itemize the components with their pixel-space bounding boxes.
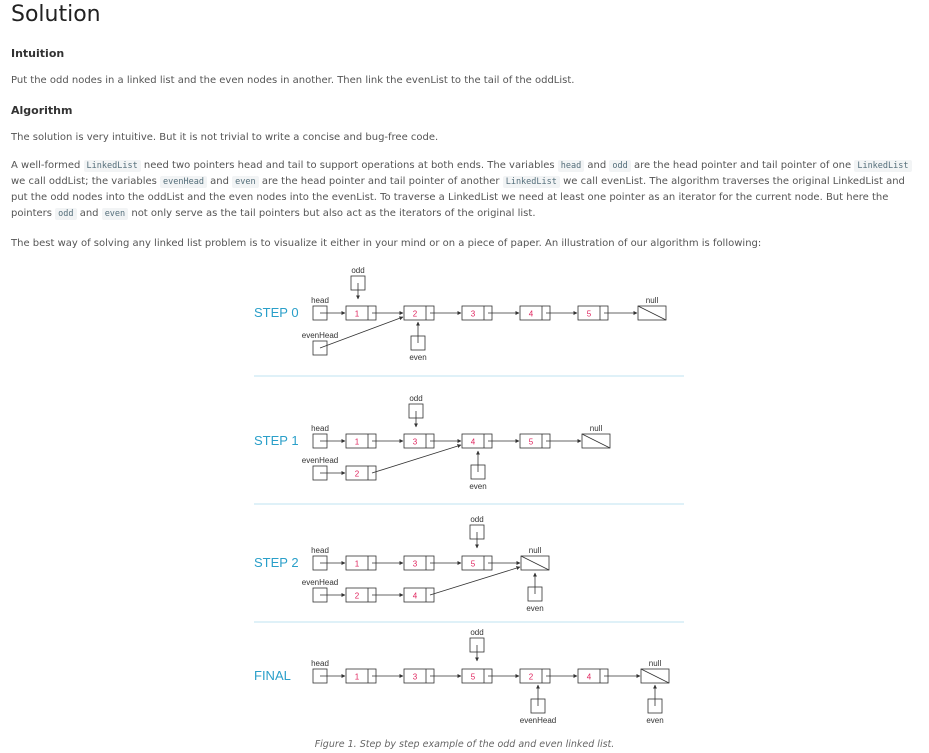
algorithm-explanation: A well-formed LinkedList need two pointe… <box>11 158 919 222</box>
null-slash <box>640 668 670 684</box>
node-value: 4 <box>471 438 476 447</box>
evenhead-label: evenHead <box>302 456 338 465</box>
odd-label: odd <box>409 394 422 403</box>
evenhead-arrow <box>319 316 404 349</box>
even-label: even <box>526 604 543 613</box>
node-value: 5 <box>529 438 534 447</box>
visualize-text: The best way of solving any linked list … <box>11 238 762 249</box>
intuition-heading: Intuition <box>11 47 65 60</box>
code-odd: odd <box>609 160 631 172</box>
null-slash <box>581 433 611 449</box>
list-node <box>461 668 493 684</box>
code-linkedlist: LinkedList <box>502 176 560 188</box>
list-node <box>345 433 377 449</box>
node-value: 5 <box>587 310 592 319</box>
node-value: 5 <box>471 673 476 682</box>
even-list-node <box>345 587 377 603</box>
odd-label: odd <box>351 266 364 275</box>
algorithm-intro: The solution is very intuitive. But it i… <box>11 132 439 143</box>
list-node <box>403 555 435 571</box>
evenhead-label: evenHead <box>302 331 338 340</box>
null-label: null <box>529 546 542 555</box>
list-node <box>345 555 377 571</box>
step-label: STEP 1 <box>254 433 299 448</box>
null-label: null <box>649 659 662 668</box>
null-slash <box>637 305 667 321</box>
node-value: 3 <box>471 310 476 319</box>
list-node <box>519 668 551 684</box>
odd-label: odd <box>470 515 483 524</box>
step-label: STEP 0 <box>254 305 299 320</box>
list-node <box>461 305 493 321</box>
odd-label: odd <box>470 628 483 637</box>
node-value: 2 <box>529 673 534 682</box>
node-value: 3 <box>413 560 418 569</box>
step-label: FINAL <box>254 668 291 683</box>
head-label: head <box>311 424 329 433</box>
node-value: 2 <box>355 592 360 601</box>
node-value: 3 <box>413 673 418 682</box>
list-node <box>345 305 377 321</box>
list-node <box>519 433 551 449</box>
node-value: 4 <box>587 673 592 682</box>
node-value: 5 <box>471 560 476 569</box>
node-value: 1 <box>355 310 360 319</box>
even-label: evenHead <box>520 716 556 725</box>
code-linkedlist: LinkedList <box>83 160 141 172</box>
list-node <box>403 433 435 449</box>
node-value: 3 <box>413 438 418 447</box>
list-node <box>577 668 609 684</box>
node-value: 2 <box>355 470 360 479</box>
next-arrow <box>371 444 462 474</box>
list-node <box>577 305 609 321</box>
node-value: 2 <box>413 310 418 319</box>
algorithm-heading: Algorithm <box>11 104 73 117</box>
step-label: STEP 2 <box>254 555 299 570</box>
null-label: null <box>590 424 603 433</box>
node-value: 4 <box>529 310 534 319</box>
code-linkedlist: LinkedList <box>854 160 912 172</box>
even-label: even <box>646 716 663 725</box>
node-value: 1 <box>355 673 360 682</box>
evenhead-label: evenHead <box>302 578 338 587</box>
even-list-node <box>345 465 377 481</box>
even-label: even <box>469 482 486 491</box>
even-label: even <box>409 353 426 362</box>
code-even: even <box>101 208 129 220</box>
page-title: Solution <box>11 2 101 27</box>
code-odd: odd <box>55 208 77 220</box>
code-even: even <box>232 176 259 188</box>
list-node <box>519 305 551 321</box>
code-head: head <box>557 160 585 172</box>
node-value: 1 <box>355 560 360 569</box>
null-label: null <box>646 296 659 305</box>
list-node <box>345 668 377 684</box>
node-value: 4 <box>413 592 418 601</box>
list-node <box>403 668 435 684</box>
even-list-node <box>403 587 435 603</box>
head-label: head <box>311 296 329 305</box>
figure-caption: Figure 1. Step by step example of the od… <box>314 739 615 750</box>
node-value: 1 <box>355 438 360 447</box>
list-node <box>461 433 493 449</box>
code-evenhead: evenHead <box>160 176 207 188</box>
null-slash <box>520 555 550 571</box>
list-node <box>403 305 435 321</box>
list-node <box>461 555 493 571</box>
head-label: head <box>311 546 329 555</box>
head-label: head <box>311 659 329 668</box>
intuition-text: Put the odd nodes in a linked list and t… <box>11 75 575 86</box>
next-arrow <box>429 566 521 596</box>
